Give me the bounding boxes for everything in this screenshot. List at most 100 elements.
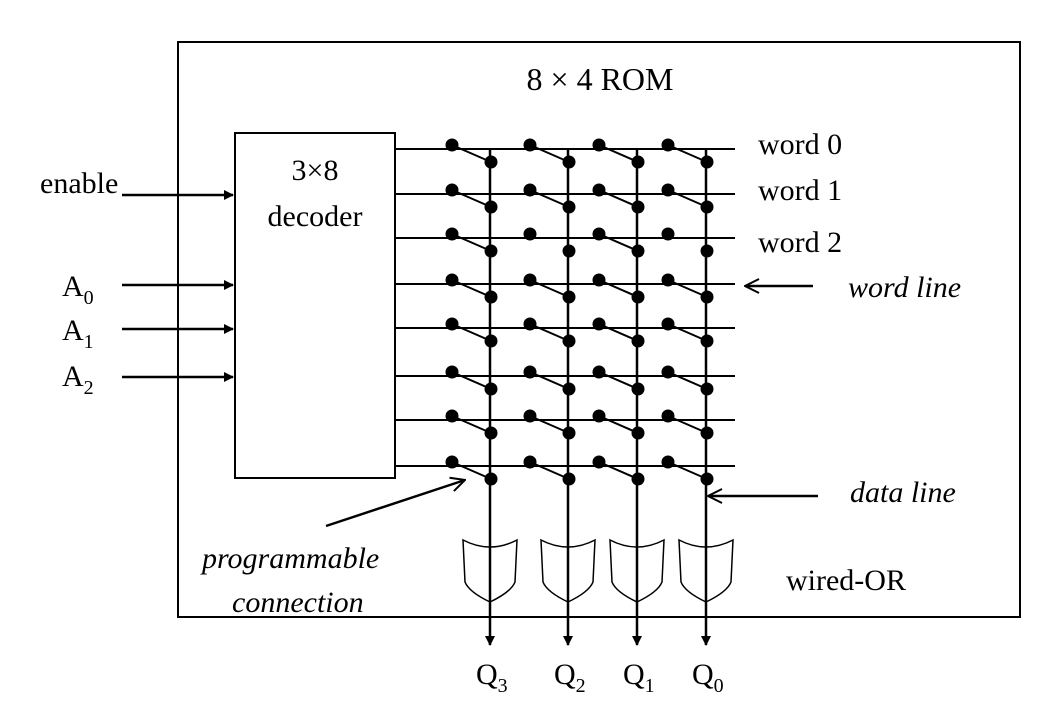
connection-dot-word	[445, 273, 459, 287]
connection-switch	[667, 323, 708, 342]
connection-switch	[598, 415, 639, 434]
or-gate-Q3	[462, 538, 518, 603]
word-label-0: word 0	[758, 128, 842, 161]
connection-dot-word	[592, 273, 606, 287]
connection-dot-word	[523, 365, 537, 379]
address-label-base: A	[62, 314, 84, 347]
connection-dot-word	[523, 273, 537, 287]
address-label-sub: 2	[84, 377, 94, 399]
connection-dot-data	[700, 244, 714, 258]
svg-text:A0: A0	[62, 270, 94, 309]
address-input-a2: A2	[62, 360, 234, 399]
address-label-sub: 0	[84, 287, 94, 309]
data-lines	[485, 149, 711, 646]
decoder-label-name: decoder	[268, 200, 363, 233]
connection-dot-data	[484, 334, 498, 348]
connection-word4-Q0	[661, 317, 714, 348]
connection-word0-Q3	[445, 138, 498, 169]
connection-switch	[667, 371, 708, 390]
connection-dot-data	[562, 382, 576, 396]
svg-text:A2: A2	[62, 360, 94, 399]
connection-switch	[667, 144, 708, 163]
connection-word5-Q0	[661, 365, 714, 396]
connection-dot-word	[523, 409, 537, 423]
connection-switch	[598, 323, 639, 342]
connection-dot-data	[562, 426, 576, 440]
connection-switch	[667, 415, 708, 434]
connection-word0-Q1	[592, 138, 645, 169]
or-gate-Q1	[609, 538, 665, 603]
connection-dot-word	[661, 227, 675, 241]
connection-dot-data	[562, 155, 576, 169]
connection-dot-word	[592, 183, 606, 197]
connection-word0-Q0	[661, 138, 714, 169]
connection-switch	[529, 144, 570, 163]
connection-dot-data	[631, 155, 645, 169]
connection-dot-data	[700, 426, 714, 440]
connection-word5-Q3	[445, 365, 498, 396]
connection-dot-word	[592, 409, 606, 423]
connection-word4-Q3	[445, 317, 498, 348]
connection-switch	[598, 233, 639, 252]
connection-dot-data	[631, 426, 645, 440]
connection-word1-Q0	[661, 183, 714, 214]
address-label-base: A	[62, 270, 84, 303]
connection-dot-data	[562, 290, 576, 304]
connection-dot-data	[484, 290, 498, 304]
connection-word3-Q1	[592, 273, 645, 304]
connection-dot-word	[445, 227, 459, 241]
connection-dot-word	[661, 365, 675, 379]
connection-dot-data	[562, 244, 576, 258]
connection-word3-Q2	[523, 273, 576, 304]
connection-dot-word	[523, 317, 537, 331]
connection-switch	[451, 415, 492, 434]
output-label-Q3: Q3	[476, 658, 508, 697]
connection-switch	[598, 144, 639, 163]
connection-switch	[598, 279, 639, 298]
connection-word2-Q3	[445, 227, 498, 258]
connection-word6-Q3	[445, 409, 498, 440]
connection-switch	[451, 279, 492, 298]
connection-word5-Q1	[592, 365, 645, 396]
or-gate-Q0	[678, 538, 734, 603]
word-label-2: word 2	[758, 226, 842, 259]
connection-dot-data	[631, 382, 645, 396]
connection-dot-word	[592, 317, 606, 331]
connection-dot-data	[700, 382, 714, 396]
connection-dot-word	[445, 455, 459, 469]
connection-word3-Q0	[661, 273, 714, 304]
connection-dot-word	[445, 183, 459, 197]
programmable-connections	[445, 138, 714, 486]
connection-switch	[598, 189, 639, 208]
word-label-1: word 1	[758, 174, 842, 207]
output-label-sub: 1	[645, 675, 655, 697]
connection-dot-data	[631, 290, 645, 304]
connection-dot-word	[445, 365, 459, 379]
rom-title: 8 × 4 ROM	[527, 61, 674, 97]
connection-dot-word	[445, 138, 459, 152]
connection-dot-data	[631, 200, 645, 214]
connection-dot-data	[484, 426, 498, 440]
connection-dot-data	[700, 200, 714, 214]
connection-dot-word	[445, 409, 459, 423]
address-input-a0: A0	[62, 270, 234, 309]
connection-word0-Q2	[523, 138, 576, 169]
connection-dot-word	[661, 183, 675, 197]
decoder-block	[234, 132, 396, 479]
connection-dot-word	[592, 138, 606, 152]
connection-dot-word	[523, 455, 537, 469]
connection-switch	[598, 461, 639, 480]
address-label-sub: 1	[84, 331, 94, 353]
connection-word4-Q1	[592, 317, 645, 348]
output-label-sub: 2	[576, 675, 586, 697]
programmable-annotation-line2: connection	[232, 586, 364, 619]
connection-dot-data	[631, 334, 645, 348]
wired-or-gates	[462, 538, 734, 603]
connection-word7-Q1	[592, 455, 645, 486]
connection-dot-data	[700, 334, 714, 348]
connection-switch	[529, 371, 570, 390]
connection-dot-data	[631, 472, 645, 486]
connection-dot-data	[562, 334, 576, 348]
connection-switch	[451, 461, 492, 480]
connection-dot-data	[562, 472, 576, 486]
